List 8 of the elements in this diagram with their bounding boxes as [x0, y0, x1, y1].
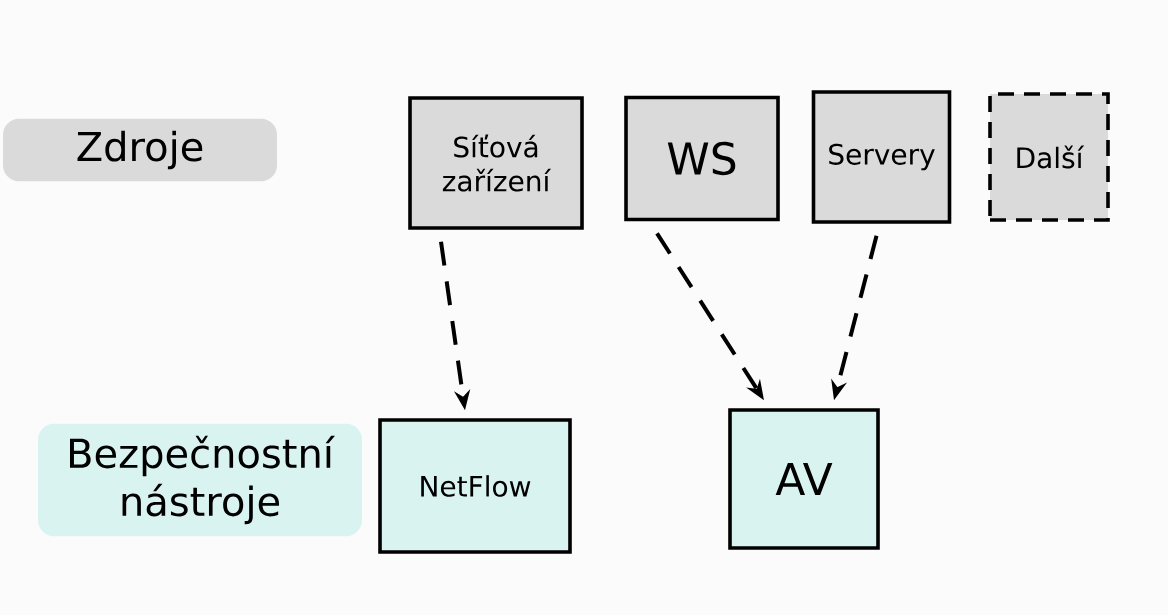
box: AV	[728, 408, 880, 550]
section-label: Zdroje	[3, 118, 277, 182]
box: NetFlow	[378, 418, 572, 554]
box: Servery	[811, 90, 952, 224]
section-label: Bezpečnostní nástroje	[38, 423, 362, 537]
box: Další	[988, 92, 1110, 222]
box: Síťová zařízení	[408, 96, 584, 230]
box: WS	[624, 95, 780, 222]
